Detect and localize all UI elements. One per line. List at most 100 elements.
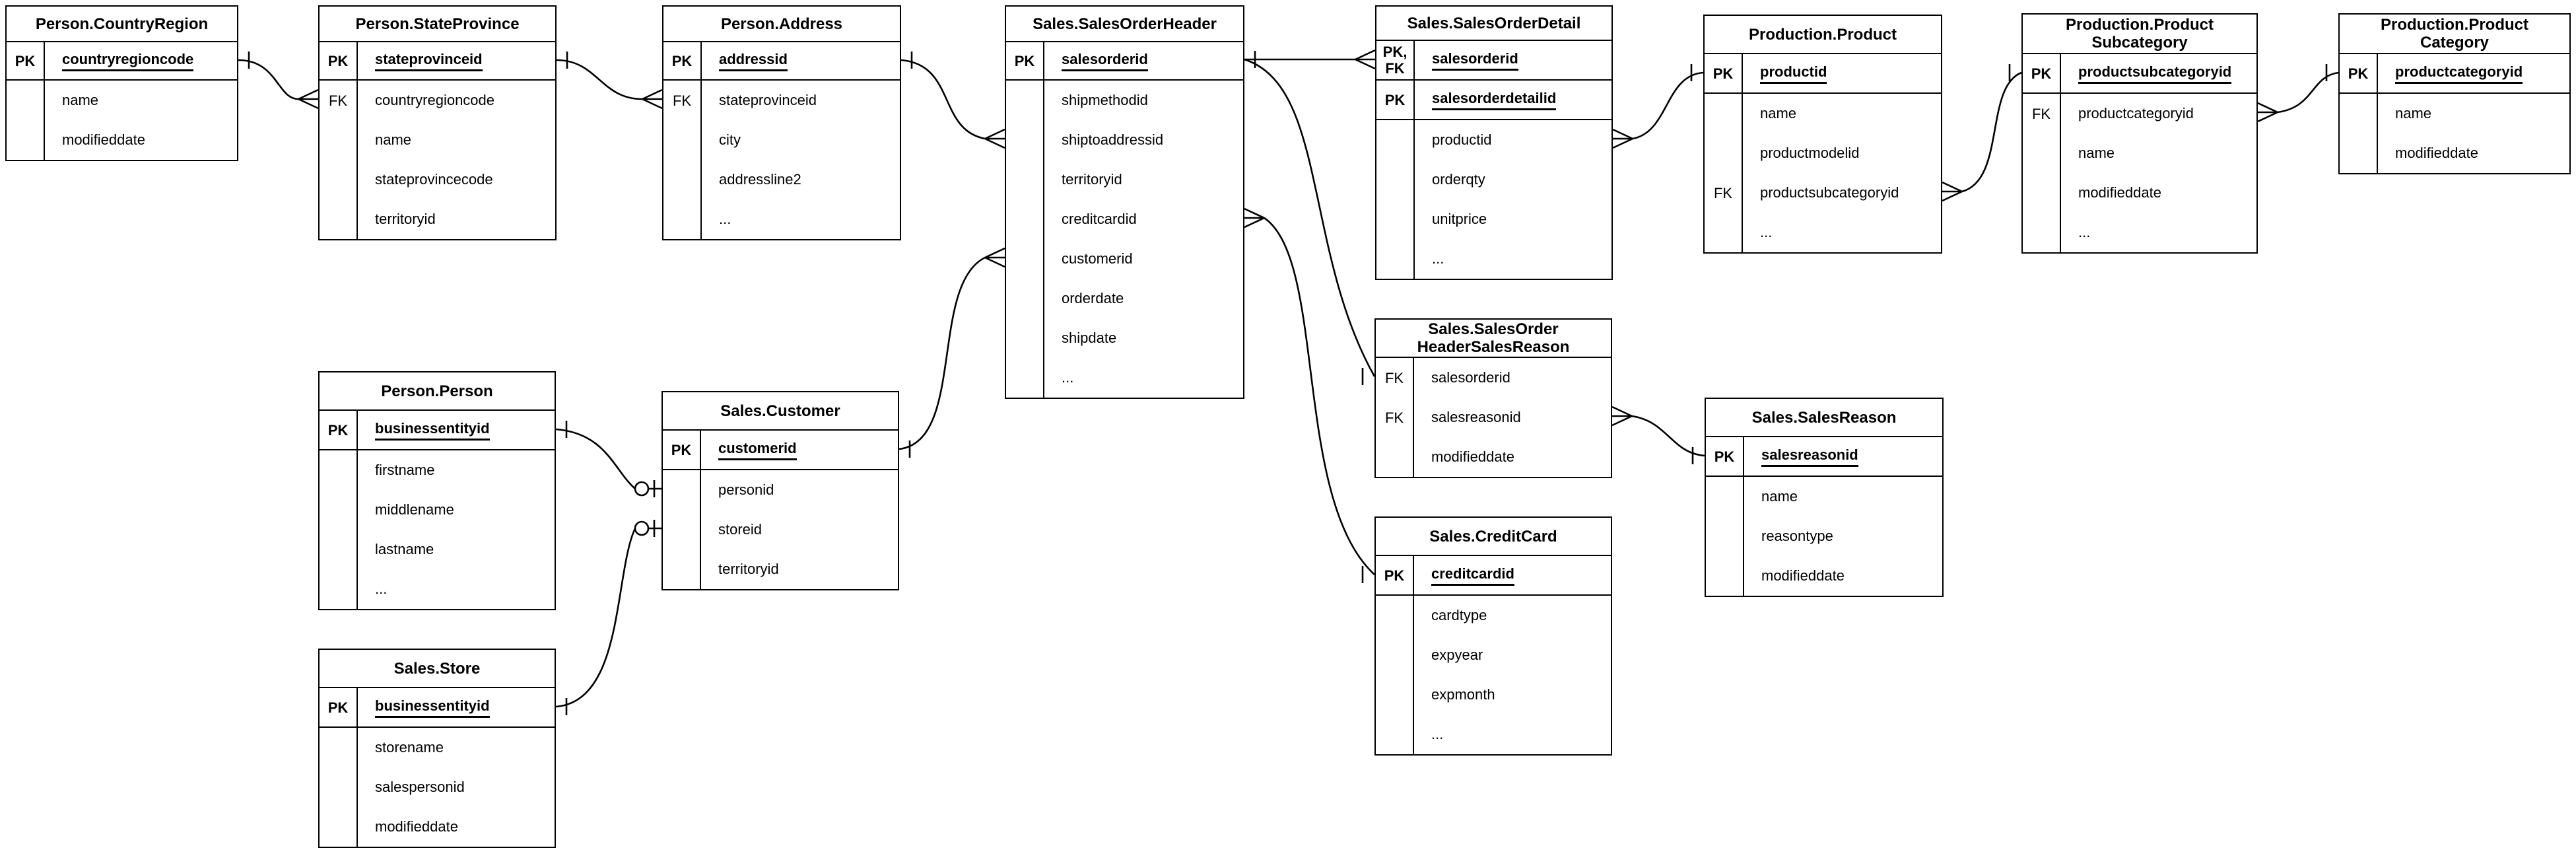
- table-row: FK productsubcategoryid: [1705, 173, 1941, 213]
- column-name: modifieddate: [375, 818, 458, 835]
- key-label: PK: [320, 42, 358, 79]
- key-label: FK: [1376, 398, 1414, 437]
- column-name: modifieddate: [2395, 145, 2478, 161]
- table-sales-salesorderheader: Sales.SalesOrderHeader PK salesorderid s…: [1005, 5, 1244, 399]
- column-name: productid: [1760, 63, 1827, 84]
- crow-foot: [1942, 181, 1963, 202]
- table-row: FK productcategoryid: [2023, 94, 2256, 133]
- column-name: unitprice: [1432, 211, 1487, 227]
- column-name: shiptoaddressid: [1062, 131, 1164, 148]
- relationship-salesorderheader-salesorderheadersalesreason: [1244, 58, 1376, 385]
- table-row: middlename: [320, 490, 555, 530]
- key-label: PK: [2023, 54, 2061, 92]
- relationship-product-salesorderdetail: [1612, 64, 1704, 149]
- column-name: salesreasonid: [1761, 446, 1858, 467]
- column-name: salesorderdetailid: [1432, 90, 1557, 110]
- relationship-productcategory-productsubcategory: [2257, 64, 2339, 123]
- table-row: unitprice: [1376, 199, 1611, 239]
- key-label: FK: [1705, 173, 1743, 213]
- column-name: expmonth: [1431, 686, 1495, 703]
- table-production-product: Production.Product PK productid name pro…: [1703, 15, 1942, 254]
- column-name: addressline2: [719, 171, 801, 188]
- table-row: ...: [2023, 213, 2256, 252]
- table-sales-salesreason: Sales.SalesReason PK salesreasonid name …: [1705, 398, 1944, 597]
- column-name: city: [719, 131, 741, 148]
- column-name: productcategoryid: [2395, 63, 2523, 84]
- table-title: Production.Product: [1705, 16, 1941, 54]
- table-row: ...: [663, 199, 900, 239]
- column-name: orderqty: [1432, 171, 1485, 188]
- relationship-stateprovince-address: [556, 52, 663, 110]
- table-row: lastname: [320, 530, 555, 569]
- table-row: ...: [1006, 358, 1243, 398]
- column-name: ...: [1431, 726, 1444, 742]
- table-row: PK productcategoryid: [2340, 54, 2569, 94]
- key-label: FK: [663, 81, 702, 120]
- table-title: Person.Person: [320, 372, 555, 411]
- table-row: name: [2023, 133, 2256, 173]
- table-row: name: [1705, 94, 1941, 133]
- table-row: territoryid: [1006, 160, 1243, 199]
- table-row: addressline2: [663, 160, 900, 199]
- table-row: territoryid: [320, 199, 555, 239]
- table-title: Person.Address: [663, 7, 900, 42]
- column-name: ...: [2078, 224, 2091, 240]
- table-row: productid: [1376, 120, 1611, 160]
- table-title: Sales.SalesOrderHeader: [1006, 7, 1243, 42]
- relationship-person-customer: [555, 421, 661, 497]
- column-name: middlename: [375, 501, 454, 518]
- column-name: expyear: [1431, 647, 1483, 663]
- key-label: PK, FK: [1376, 41, 1415, 79]
- column-name: stateprovinceid: [375, 51, 483, 71]
- column-name: modifieddate: [1761, 567, 1845, 584]
- table-row: name: [1706, 477, 1942, 516]
- table-row: modifieddate: [1376, 437, 1611, 477]
- column-name: countryregioncode: [375, 92, 495, 108]
- table-person-stateprovince: Person.StateProvince PK stateprovinceid …: [318, 5, 557, 240]
- column-name: stateprovincecode: [375, 171, 493, 188]
- table-row: reasontype: [1706, 516, 1942, 556]
- table-row: salespersonid: [320, 767, 555, 807]
- key-label: PK: [663, 42, 702, 79]
- table-row: storename: [320, 728, 555, 767]
- table-row: cardtype: [1376, 596, 1611, 635]
- crow-foot: [984, 247, 1005, 268]
- crow-foot: [298, 88, 319, 110]
- column-name: name: [62, 92, 99, 108]
- column-name: businessentityid: [375, 420, 490, 441]
- table-person-countryregion: Person.CountryRegion PK countryregioncod…: [5, 5, 238, 161]
- table-row: modifieddate: [2023, 173, 2256, 213]
- column-name: orderdate: [1062, 290, 1124, 306]
- table-row: FK stateprovinceid: [663, 81, 900, 120]
- table-row: PK addressid: [663, 42, 900, 81]
- relationship-customer-salesorderheader: [898, 247, 1005, 458]
- column-name: productid: [1432, 131, 1492, 148]
- column-name: ...: [719, 211, 731, 227]
- zero-circle: [634, 520, 650, 536]
- table-row: PK salesorderdetailid: [1376, 81, 1611, 120]
- table-sales-salesorderdetail: Sales.SalesOrderDetail PK, FK salesorder…: [1375, 5, 1613, 280]
- column-name: ...: [1062, 369, 1074, 386]
- table-row: PK salesreasonid: [1706, 437, 1942, 477]
- table-row: expmonth: [1376, 675, 1611, 715]
- table-row: productmodelid: [1705, 133, 1941, 173]
- column-name: salespersonid: [375, 779, 465, 795]
- crow-foot: [2257, 102, 2278, 123]
- table-title: Person.CountryRegion: [7, 7, 237, 42]
- table-row: FK salesorderid: [1376, 358, 1611, 398]
- column-name: businessentityid: [375, 697, 490, 718]
- table-row: creditcardid: [1006, 199, 1243, 239]
- key-label: FK: [320, 81, 358, 120]
- table-row: modifieddate: [2340, 133, 2569, 173]
- table-row: expyear: [1376, 635, 1611, 675]
- key-label: [7, 120, 45, 160]
- table-title: Sales.SalesOrder HeaderSalesReason: [1376, 320, 1611, 358]
- column-name: productsubcategoryid: [2078, 63, 2232, 84]
- table-title: Person.StateProvince: [320, 7, 555, 42]
- relationship-countryregion-stateprovince: [238, 52, 319, 110]
- table-production-productsubcategory: Production.Product Subcategory PK produc…: [2021, 13, 2258, 254]
- column-name: name: [375, 131, 412, 148]
- table-row: PK salesorderid: [1006, 42, 1243, 81]
- table-row: modifieddate: [1706, 556, 1942, 596]
- table-title: Sales.CreditCard: [1376, 518, 1611, 556]
